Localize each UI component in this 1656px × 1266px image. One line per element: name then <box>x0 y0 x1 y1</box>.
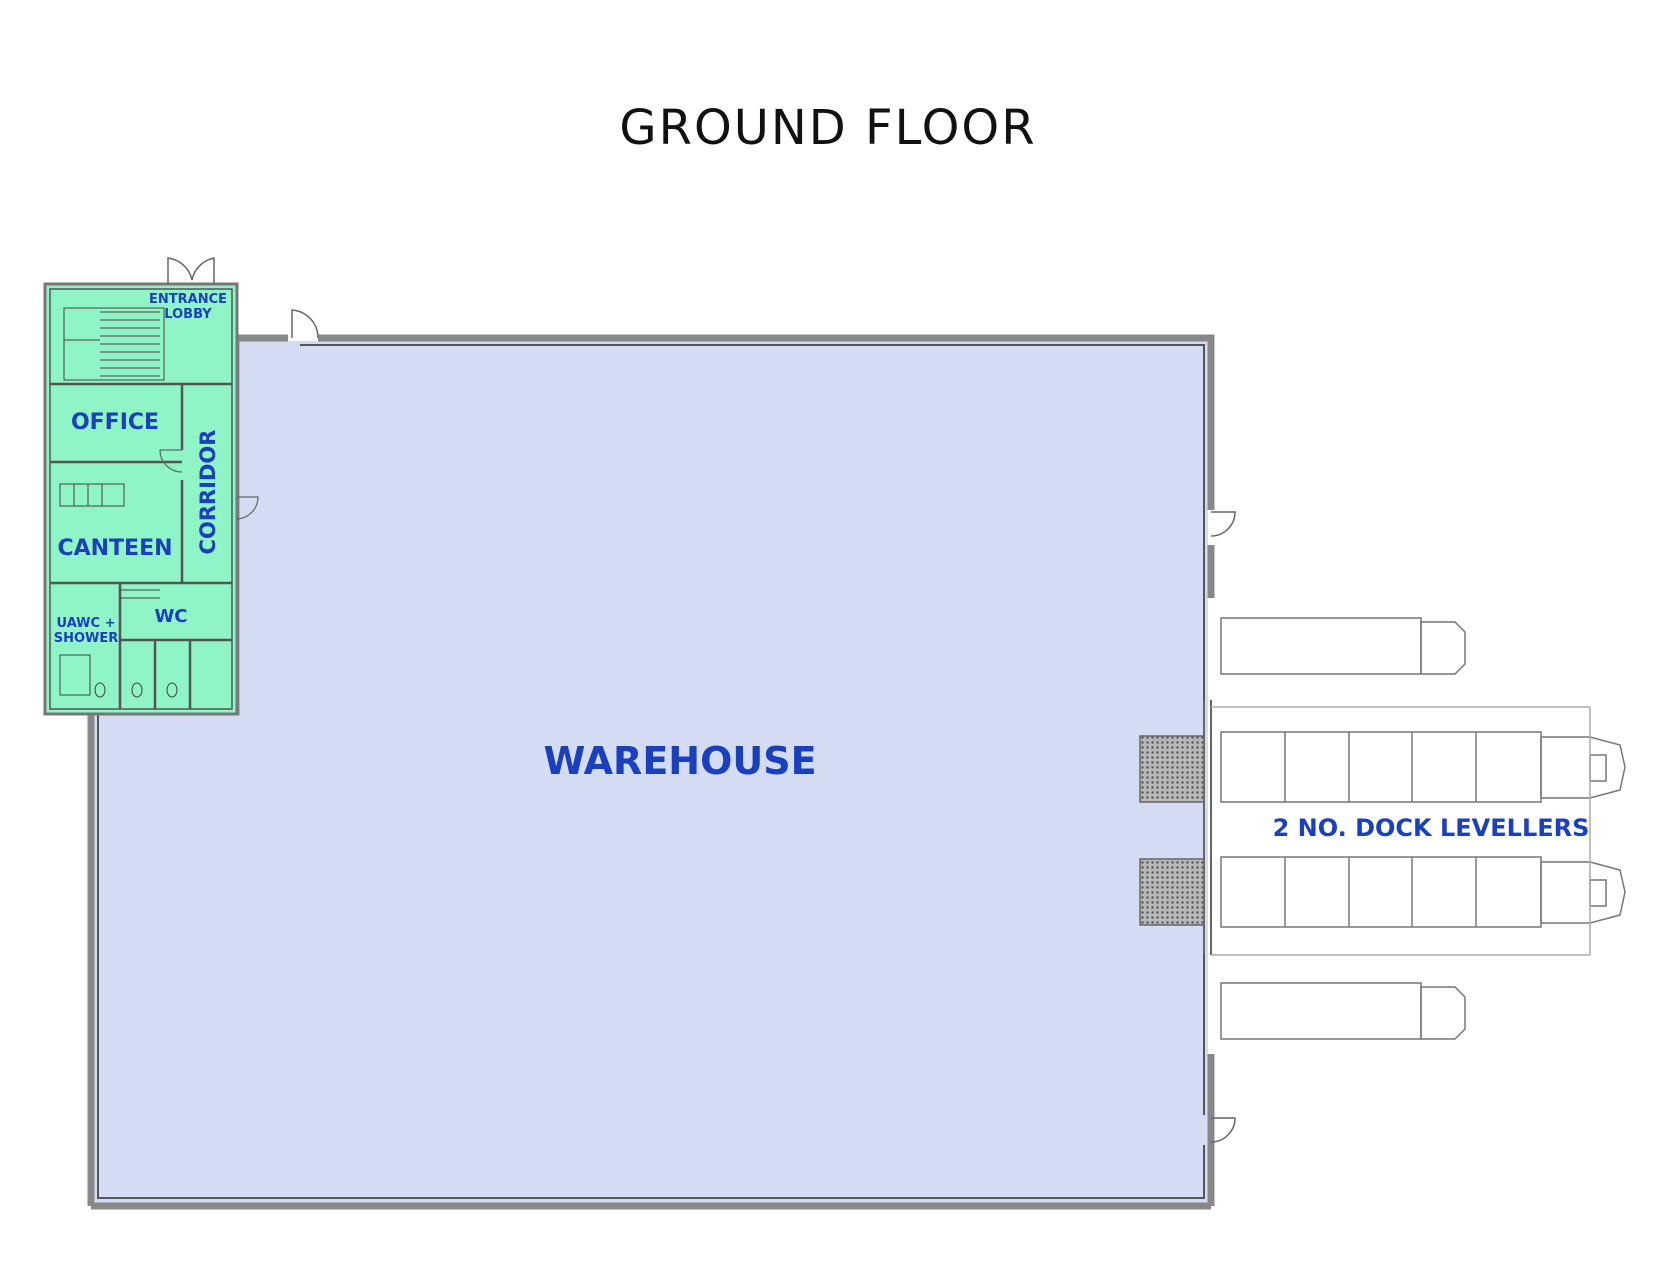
warehouse-area <box>87 309 1236 1210</box>
label-uawc-2: SHOWER <box>54 631 119 646</box>
dock-leveller-pads <box>1139 735 1205 926</box>
plan-title: GROUND FLOOR <box>619 100 1037 156</box>
label-warehouse: WAREHOUSE <box>543 739 816 783</box>
label-canteen: CANTEEN <box>57 536 172 561</box>
label-dock-levellers: 2 NO. DOCK LEVELLERS <box>1273 814 1590 842</box>
office-block <box>43 257 259 716</box>
label-wc: WC <box>154 606 187 627</box>
label-corridor: CORRIDOR <box>196 430 220 555</box>
dock-area <box>1211 617 1626 1040</box>
label-entrance-2: LOBBY <box>164 307 212 322</box>
label-uawc-1: UAWC + <box>57 616 116 631</box>
label-office: OFFICE <box>71 410 159 435</box>
label-entrance-1: ENTRANCE <box>149 292 227 307</box>
